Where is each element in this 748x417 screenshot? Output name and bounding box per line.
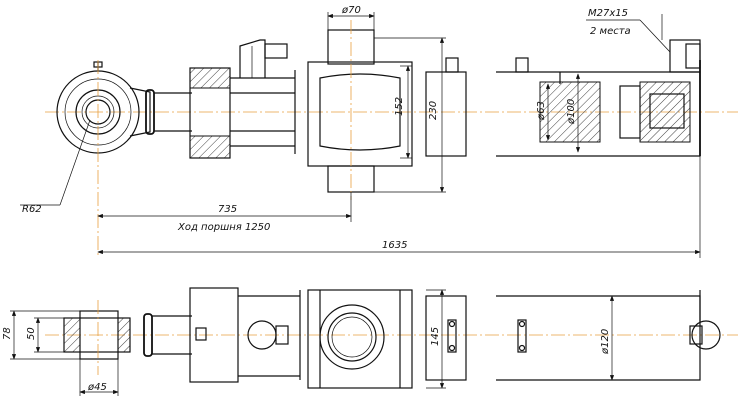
dim-width-50: 50 <box>26 327 37 340</box>
piston-rod-plan <box>152 315 192 355</box>
dim-stroke: Ход поршня 1250 <box>177 222 270 233</box>
plan-view: 78 50 ø45 145 ø120 <box>2 287 738 396</box>
dim-rod-length: 735 <box>218 204 237 215</box>
cylinder-head <box>189 39 296 159</box>
top-dimensions: R62 735 Ход поршня 1250 1635 ø70 152 <box>20 5 701 258</box>
barrel-mid <box>425 57 467 157</box>
dim-dia-45: ø45 <box>87 382 107 393</box>
piston-rod <box>154 92 192 132</box>
dim-dia-100: ø100 <box>566 99 577 125</box>
dim-total-length: 1635 <box>382 240 407 251</box>
dim-port-stem: ø70 <box>341 5 361 16</box>
dim-height-230: 230 <box>428 101 439 120</box>
cylinder-end-plan <box>496 290 721 381</box>
barrel-mid-plan <box>425 295 467 381</box>
dim-dia-120: ø120 <box>600 329 611 355</box>
trunnion-block <box>307 20 413 200</box>
cylinder-end-section <box>496 39 701 157</box>
dim-bore-152: 152 <box>394 97 405 116</box>
dim-dia-63: ø63 <box>536 101 547 121</box>
rod-eye-plan <box>63 300 153 375</box>
dim-thread-count: 2 места <box>590 26 631 37</box>
trunnion-plan <box>307 289 413 389</box>
dim-width-145: 145 <box>430 327 441 346</box>
dim-width-78: 78 <box>2 327 13 340</box>
dim-eye-radius: R62 <box>22 204 42 215</box>
bottom-dimensions: 78 50 ø45 145 ø120 <box>2 289 615 396</box>
rod-eye <box>56 60 155 255</box>
dim-thread: M27x15 <box>588 8 628 19</box>
cylinder-head-plan <box>189 287 301 383</box>
side-view: R62 735 Ход поршня 1250 1635 ø70 152 <box>20 5 738 258</box>
